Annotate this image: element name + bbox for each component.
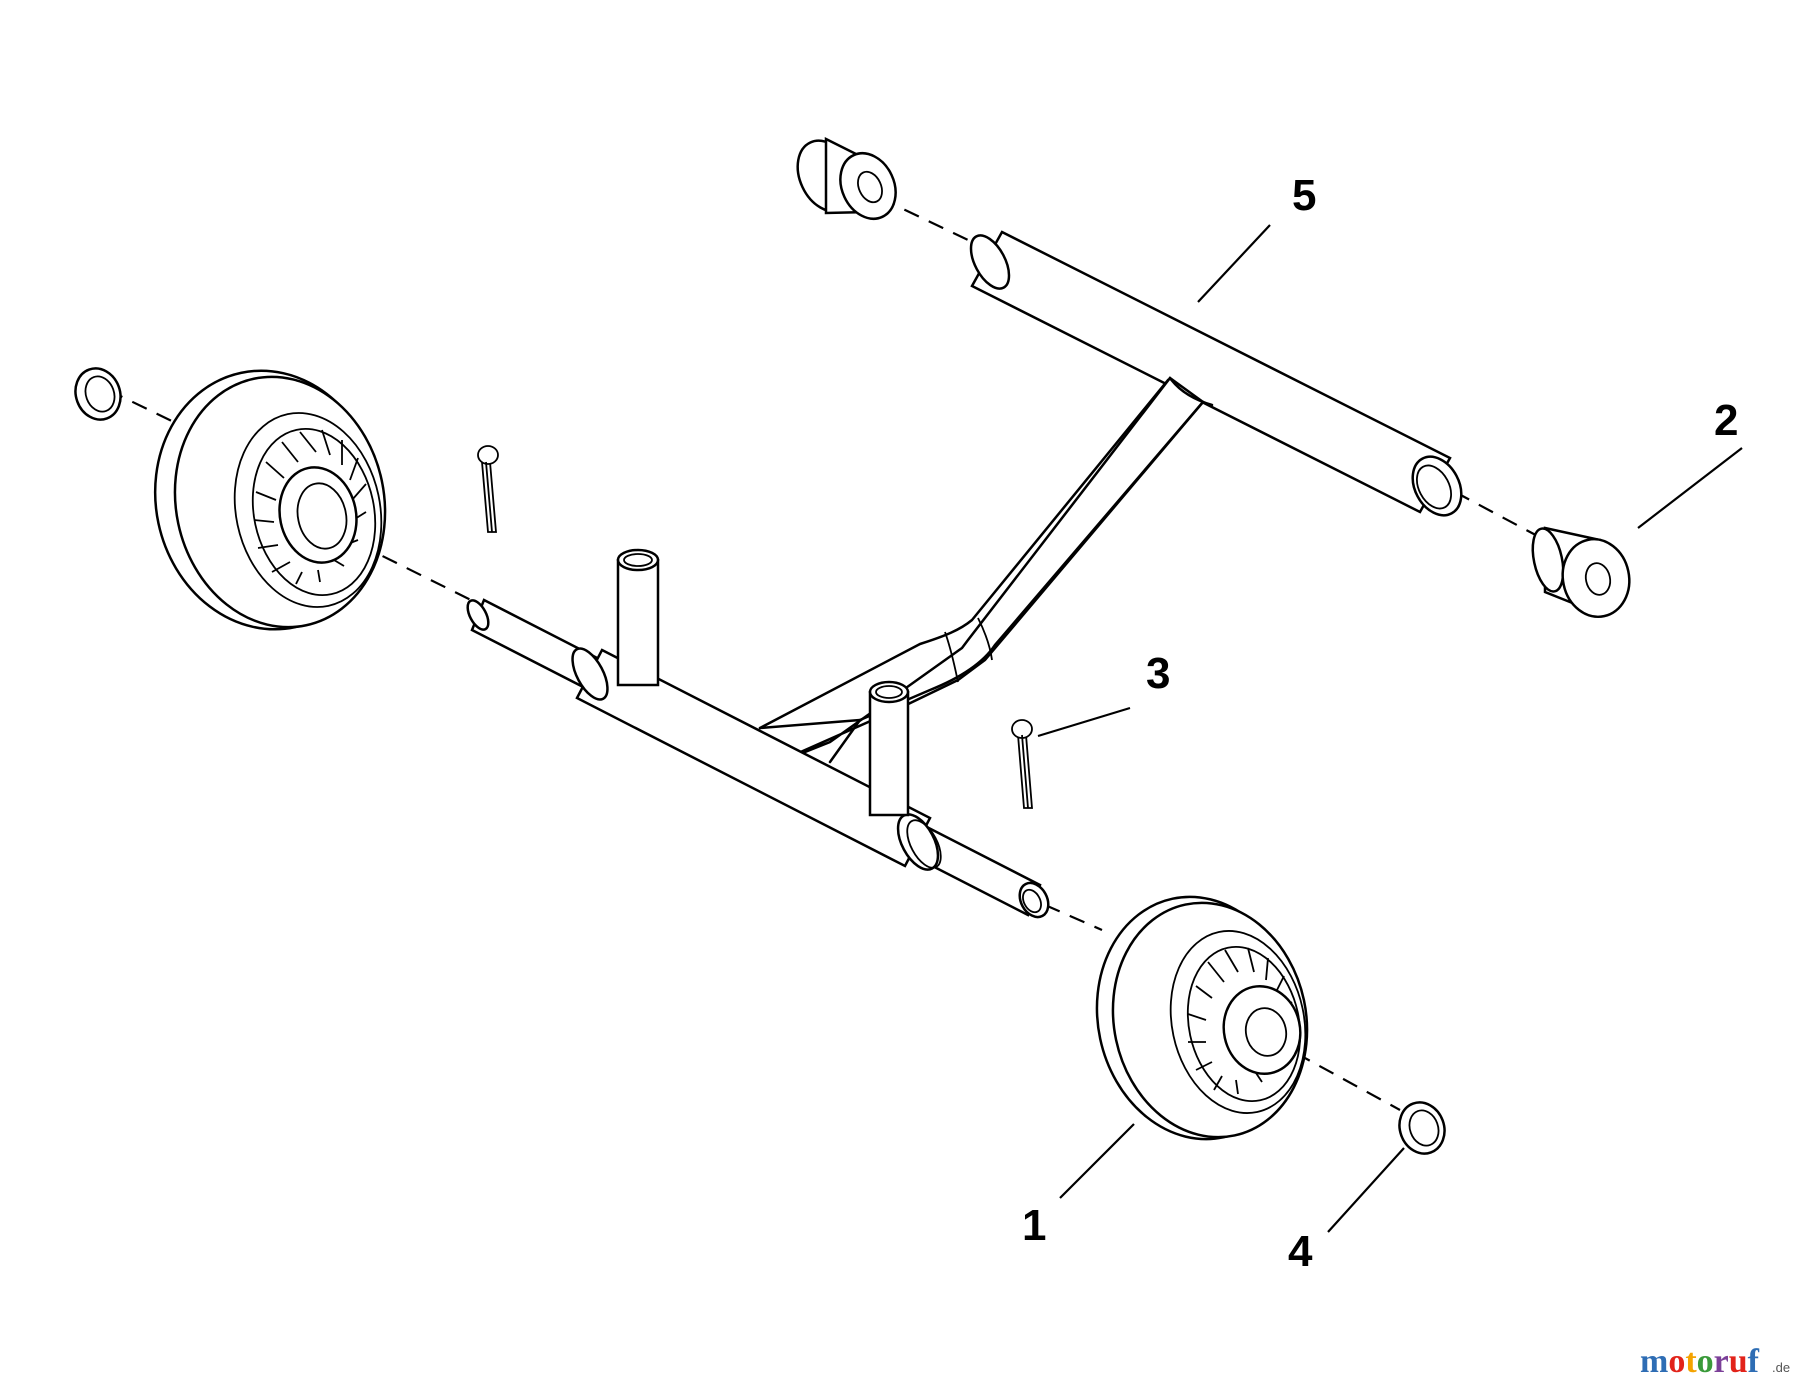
assembly-lines [107, 197, 1546, 1111]
wheel-right [1095, 895, 1309, 1141]
bushing-top [796, 136, 897, 220]
leader-5 [1197, 224, 1271, 303]
wheel-left [153, 369, 387, 631]
leader-2 [1637, 447, 1743, 529]
handle-bar [969, 230, 1463, 517]
wheel-left-spokes [253, 429, 367, 585]
washer-left [74, 367, 122, 421]
logo-wordmark: motoruf [1640, 1343, 1760, 1380]
leader-lines [1037, 224, 1743, 1233]
callout-2: 2 [1714, 396, 1738, 445]
frame-tube [758, 376, 1214, 772]
axle-bar [466, 548, 1050, 919]
bushing-right [1531, 526, 1631, 619]
callout-3: 3 [1146, 649, 1170, 698]
cotter-pin-right [1011, 719, 1033, 809]
cotter-pin-left [477, 445, 499, 533]
logo-suffix: .de [1772, 1360, 1790, 1375]
leader-3 [1037, 706, 1131, 738]
washer-right [1398, 1101, 1446, 1155]
callout-1: 1 [1022, 1201, 1046, 1250]
callout-5: 5 [1292, 171, 1316, 220]
callout-4: 4 [1288, 1227, 1313, 1276]
leader-1 [1059, 1123, 1135, 1199]
leader-4 [1327, 1147, 1405, 1233]
motoruf-logo: motoruf .de [1640, 1343, 1790, 1380]
